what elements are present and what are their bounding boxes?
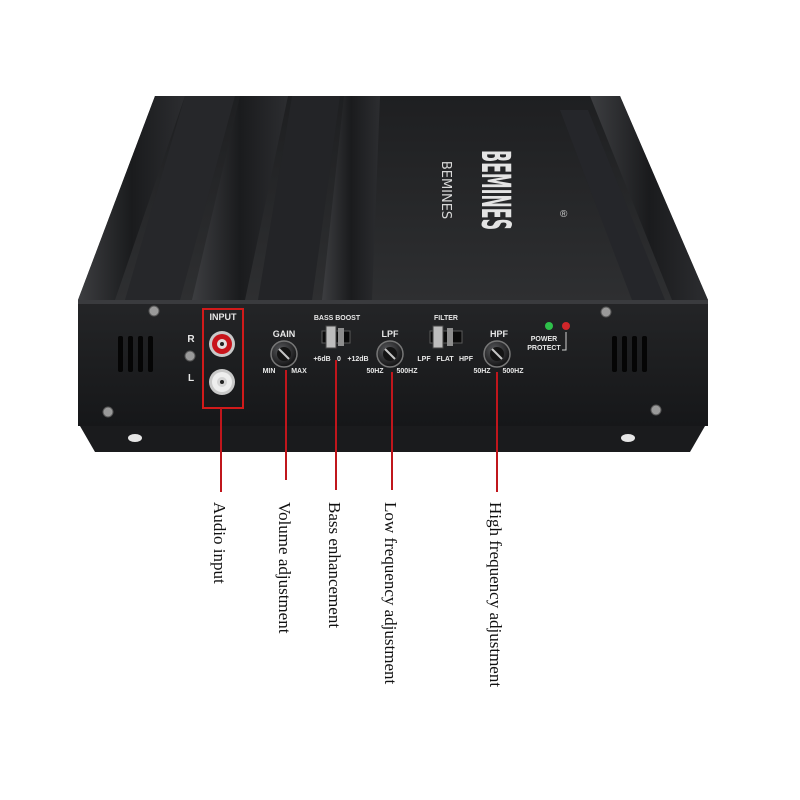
gain-knob[interactable]: [270, 340, 298, 368]
callout-low-frequency-adjustment: Low frequency adjustment: [381, 502, 400, 685]
gain-max-label: MAX: [291, 368, 307, 375]
protect-led: [562, 322, 570, 330]
lpf-knob[interactable]: [376, 340, 404, 368]
filter-title: FILTER: [434, 315, 458, 322]
power-label: POWER: [531, 336, 557, 343]
lpf-title: LPF: [382, 329, 400, 339]
callout-leader-lines: [220, 360, 498, 492]
panel-screws: [102, 305, 662, 418]
filter-lpf-label: LPF: [417, 356, 431, 363]
power-led: [545, 322, 553, 330]
callout-high-frequency-adjustment: High frequency adjustment: [486, 502, 505, 688]
callout-audio-input: Audio input: [210, 502, 229, 584]
input-title: INPUT: [210, 312, 238, 322]
ground-screw: [184, 350, 196, 362]
lpf-min-label: 50HZ: [366, 368, 384, 375]
vent-left: [118, 336, 153, 372]
vent-right: [612, 336, 647, 372]
bass-opt-12db: +12dB: [347, 356, 368, 363]
hpf-knob[interactable]: [483, 340, 511, 368]
flange-hole-left: [128, 434, 142, 442]
protect-label: PROTECT: [527, 345, 561, 352]
filter-hpf-label: HPF: [459, 356, 474, 363]
brand-wordmark: BEMINES: [438, 161, 453, 219]
hpf-title: HPF: [490, 329, 509, 339]
registered-mark: ®: [560, 209, 568, 220]
screw-bottom-right: [650, 404, 662, 416]
heatsink-fins-right: [560, 96, 708, 300]
channel-l-label: L: [188, 373, 194, 384]
bass-boost-title: BASS BOOST: [314, 315, 361, 322]
bass-opt-0: 0: [337, 356, 341, 363]
channel-r-label: R: [187, 334, 195, 345]
screw-bottom-left: [102, 406, 114, 418]
callout-volume-adjustment: Volume adjustment: [275, 502, 294, 634]
filter-switch[interactable]: [429, 325, 463, 349]
flange-hole-right: [621, 434, 635, 442]
input-highlight-box: [202, 308, 244, 409]
lpf-max-label: 500HZ: [396, 368, 418, 375]
brand-logo-mark: BEMINES: [472, 150, 518, 230]
heatsink-fins-left: [78, 96, 380, 300]
callout-bass-enhancement: Bass enhancement: [325, 502, 344, 629]
bass-opt-6db: +6dB: [313, 356, 330, 363]
bass-boost-switch[interactable]: [321, 325, 351, 349]
brand-logo: BEMINES BEMINES: [438, 150, 518, 230]
rca-jack-left[interactable]: [209, 369, 235, 395]
screw-top-right: [600, 306, 612, 318]
hpf-min-label: 50HZ: [473, 368, 491, 375]
screw-top-left: [148, 305, 160, 317]
filter-flat-label: FLAT: [436, 356, 454, 363]
gain-title: GAIN: [273, 329, 296, 339]
rca-jack-right[interactable]: [209, 331, 235, 357]
gain-min-label: MIN: [263, 368, 276, 375]
hpf-max-label: 500HZ: [502, 368, 524, 375]
